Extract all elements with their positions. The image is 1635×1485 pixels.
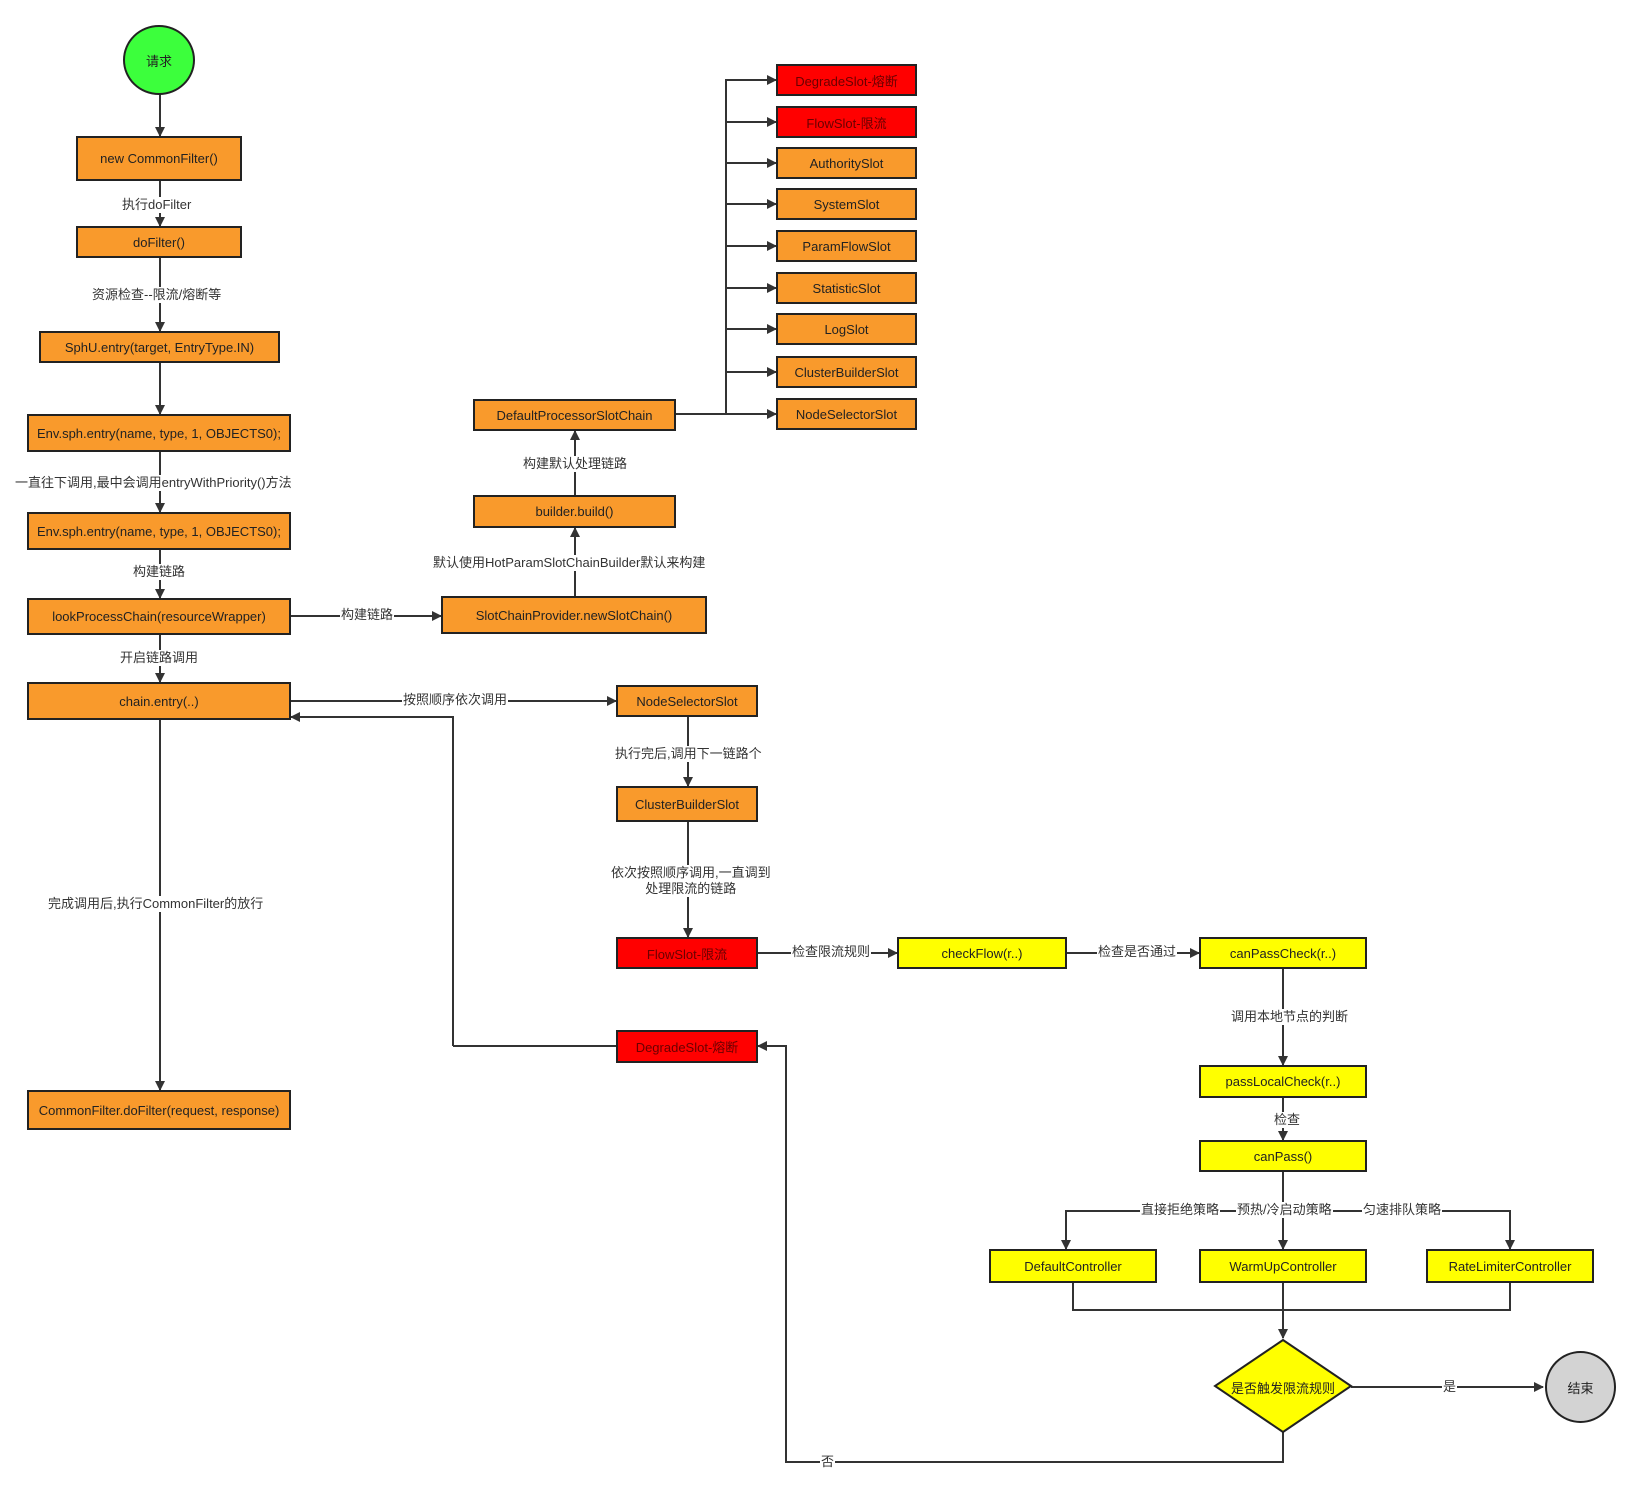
edge-controllers-merge: [1072, 1283, 1511, 1311]
edge-degrade-return-path: [290, 712, 454, 1046]
edge-label-build-default-chain: 构建默认处理链路: [522, 456, 629, 472]
exec-degrade-slot-node[interactable]: DegradeSlot-熔断: [616, 1030, 758, 1063]
builder-build-label: builder.build(): [535, 504, 614, 519]
default-processor-slot-chain-node[interactable]: DefaultProcessorSlotChain: [473, 399, 676, 431]
edge-label-build-chain-1: 构建链路: [132, 564, 187, 580]
edge-label-build-chain-2: 构建链路: [340, 607, 395, 623]
edge-label-call-in-order: 按照顺序依次调用: [402, 692, 509, 708]
slot-list-node-selector-node[interactable]: NodeSelectorSlot: [776, 398, 917, 430]
edge-label-warmup-strategy: 预热/冷启动策略: [1236, 1202, 1333, 1218]
edge-label-resource-check: 资源检查--限流/熔断等: [91, 287, 223, 303]
slot-list-cluster-builder-node[interactable]: ClusterBuilderSlot: [776, 356, 917, 388]
slot-chain-provider-label: SlotChainProvider.newSlotChain(): [475, 607, 673, 623]
slot-list-authority-node[interactable]: AuthoritySlot: [776, 147, 917, 179]
look-process-chain-label: lookProcessChain(resourceWrapper): [52, 609, 266, 624]
warm-up-controller-node[interactable]: WarmUpController: [1199, 1249, 1367, 1283]
can-pass-label: canPass(): [1253, 1148, 1313, 1164]
default-processor-slot-chain-label: DefaultProcessorSlotChain: [496, 407, 653, 423]
common-filter-do-filter-node[interactable]: CommonFilter.doFilter(request, response): [27, 1090, 291, 1130]
chain-entry-node[interactable]: chain.entry(..): [27, 682, 291, 720]
exec-node-selector-label: NodeSelectorSlot: [636, 693, 738, 709]
edge-canpass-to-ratelimiter: [1283, 1210, 1515, 1250]
slot-list-log-node[interactable]: LogSlot: [776, 313, 917, 345]
env-sph-entry-label-2: Env.sph.entry(name, type, 1, OBJECTS0);: [37, 523, 281, 539]
new-common-filter-label: new CommonFilter(): [100, 151, 218, 166]
exec-flow-slot-label: FlowSlot-限流: [646, 946, 728, 962]
edge-label-queue-strategy: 匀速排队策略: [1362, 1202, 1443, 1218]
edge-label-call-down: 一直往下调用,最中会调用entryWithPriority()方法: [14, 475, 293, 491]
do-filter-node[interactable]: doFilter(): [76, 226, 242, 258]
exec-degrade-slot-label: DegradeSlot-熔断: [635, 1040, 739, 1055]
edge-label-call-until-flow: 依次按照顺序调用,一直调到 处理限流的链路: [610, 865, 772, 897]
can-pass-check-label: canPassCheck(r..): [1229, 945, 1337, 961]
rate-limiter-controller-label: RateLimiterController: [1448, 1258, 1572, 1274]
slot-list-system-label: SystemSlot: [813, 196, 880, 212]
edge-label-check-pass: 检查是否通过: [1097, 944, 1178, 960]
check-flow-node[interactable]: checkFlow(r..): [897, 937, 1067, 969]
slot-list-flow-label: FlowSlot-限流: [806, 115, 887, 131]
pass-local-check-node[interactable]: passLocalCheck(r..): [1199, 1065, 1367, 1098]
do-filter-label: doFilter(): [132, 234, 185, 250]
chain-entry-label: chain.entry(..): [119, 693, 199, 709]
default-controller-label: DefaultController: [1024, 1258, 1122, 1274]
slot-list-authority-label: AuthoritySlot: [809, 155, 884, 171]
sphu-entry-node[interactable]: SphU.entry(target, EntryType.IN): [39, 331, 280, 363]
start-node[interactable]: 请求: [123, 25, 195, 95]
end-node[interactable]: 结束: [1545, 1351, 1616, 1423]
common-filter-do-filter-label: CommonFilter.doFilter(request, response): [38, 1102, 280, 1118]
env-sph-entry-label-1: Env.sph.entry(name, type, 1, OBJECTS0);: [37, 425, 281, 441]
slot-list-node-selector-label: NodeSelectorSlot: [795, 406, 898, 422]
sphu-entry-label: SphU.entry(target, EntryType.IN): [64, 339, 255, 355]
edge-label-start-chain-call: 开启链路调用: [119, 650, 200, 666]
edge-label-no: 否: [820, 1454, 836, 1470]
slot-list-statistic-label: StatisticSlot: [812, 280, 881, 296]
slot-list-param-flow-node[interactable]: ParamFlowSlot: [776, 230, 917, 262]
edge-label-reject-strategy: 直接拒绝策略: [1140, 1202, 1221, 1218]
exec-flow-slot-node[interactable]: FlowSlot-限流: [616, 937, 758, 969]
decision-node[interactable]: [1213, 1338, 1353, 1434]
end-node-label: 结束: [1567, 1380, 1594, 1396]
slot-list-degrade-node[interactable]: DegradeSlot-熔断: [776, 64, 917, 96]
exec-node-selector-node[interactable]: NodeSelectorSlot: [616, 685, 758, 717]
exec-cluster-builder-label: ClusterBuilderSlot: [634, 796, 740, 812]
default-controller-node[interactable]: DefaultController: [989, 1249, 1157, 1283]
slot-list-log-label: LogSlot: [824, 321, 869, 337]
slot-list-flow-node[interactable]: FlowSlot-限流: [776, 106, 917, 138]
edge-decision-no: [757, 1041, 1284, 1463]
edge-label-exec-do-filter: 执行doFilter: [121, 197, 193, 213]
warm-up-controller-label: WarmUpController: [1229, 1258, 1337, 1274]
can-pass-check-node[interactable]: canPassCheck(r..): [1199, 937, 1367, 969]
edge-label-check: 检查: [1273, 1112, 1302, 1128]
start-node-label: 请求: [145, 53, 172, 69]
slot-chain-provider-node[interactable]: SlotChainProvider.newSlotChain(): [441, 596, 707, 634]
check-flow-label: checkFlow(r..): [941, 945, 1023, 961]
slot-list-degrade-label: DegradeSlot-熔断: [795, 73, 898, 89]
edge-label-after-call: 完成调用后,执行CommonFilter的放行: [47, 896, 265, 912]
edge-label-local-node-judge: 调用本地节点的判断: [1230, 1009, 1350, 1025]
new-common-filter-node[interactable]: new CommonFilter(): [76, 136, 242, 181]
env-sph-entry-node-2[interactable]: Env.sph.entry(name, type, 1, OBJECTS0);: [27, 512, 291, 550]
can-pass-node[interactable]: canPass(): [1199, 1140, 1367, 1172]
look-process-chain-node[interactable]: lookProcessChain(resourceWrapper): [27, 598, 291, 635]
env-sph-entry-node-1[interactable]: Env.sph.entry(name, type, 1, OBJECTS0);: [27, 414, 291, 452]
slot-list-system-node[interactable]: SystemSlot: [776, 188, 917, 220]
edge-label-yes: 是: [1442, 1379, 1458, 1395]
exec-cluster-builder-node[interactable]: ClusterBuilderSlot: [616, 786, 758, 822]
edge-label-next-in-chain: 执行完后,调用下一链路个: [614, 746, 763, 762]
slot-list-statistic-node[interactable]: StatisticSlot: [776, 272, 917, 304]
pass-local-check-label: passLocalCheck(r..): [1225, 1074, 1341, 1089]
builder-build-node[interactable]: builder.build(): [473, 495, 676, 528]
edge-label-check-flow-rules: 检查限流规则: [791, 944, 872, 960]
rate-limiter-controller-node[interactable]: RateLimiterController: [1426, 1249, 1594, 1283]
slot-list-cluster-builder-label: ClusterBuilderSlot: [794, 364, 899, 380]
edge-label-default-builder: 默认使用HotParamSlotChainBuilder默认来构建: [432, 555, 707, 571]
slot-list-param-flow-label: ParamFlowSlot: [802, 238, 891, 254]
